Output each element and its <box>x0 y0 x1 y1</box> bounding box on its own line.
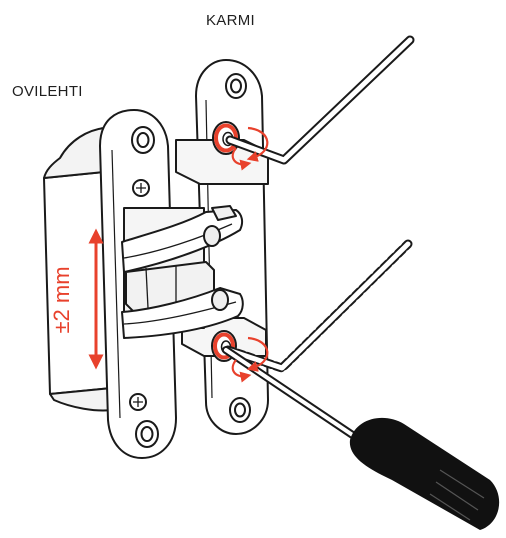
frame-label: KARMI <box>206 12 256 29</box>
screwdriver-icon <box>222 346 500 530</box>
rotation-arrow-lower-icon <box>231 336 269 383</box>
hinge-arms <box>121 205 244 339</box>
door-leaf-label: OVILEHTI <box>12 83 83 100</box>
hex-key-icon <box>225 35 415 165</box>
hex-key-dashed-icon <box>223 239 413 373</box>
rotation-arrow-icon <box>231 126 269 171</box>
adjustment-label: ±2 mm <box>49 266 74 334</box>
